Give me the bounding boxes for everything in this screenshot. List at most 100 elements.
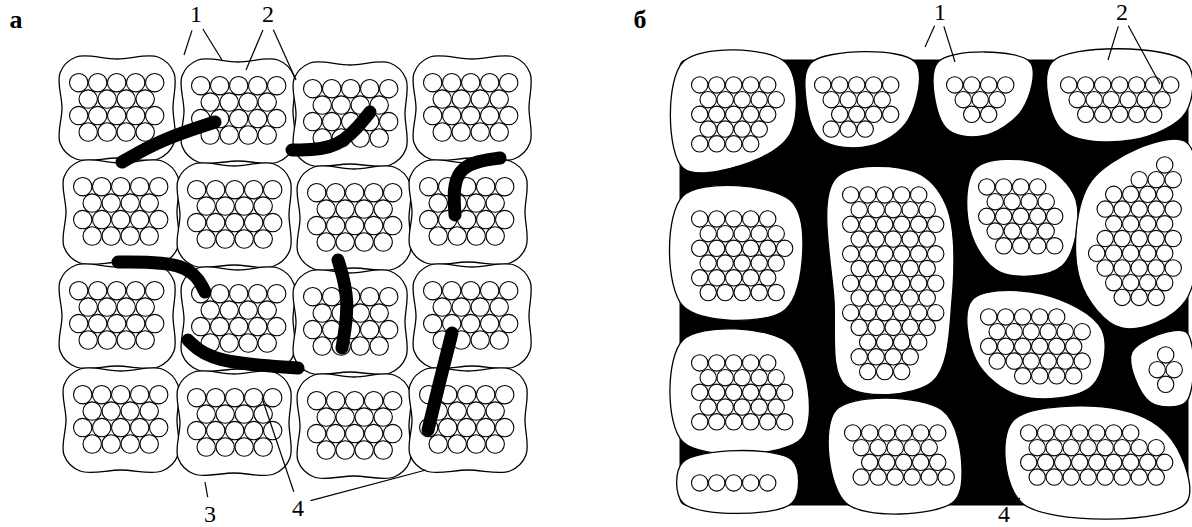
fiber bbox=[131, 177, 149, 195]
fiber-bundle bbox=[1131, 330, 1192, 407]
fiber bbox=[304, 112, 322, 130]
fiber bbox=[79, 90, 97, 108]
fiber bbox=[452, 90, 470, 108]
fiber bbox=[477, 418, 495, 436]
panel-b bbox=[669, 49, 1192, 519]
fiber bbox=[380, 287, 398, 305]
fiber-bundle bbox=[409, 160, 527, 265]
fiber bbox=[904, 439, 920, 455]
fiber bbox=[264, 388, 282, 406]
fiber bbox=[327, 183, 345, 201]
fiber bbox=[471, 298, 489, 316]
fiber bbox=[1049, 309, 1065, 325]
fiber bbox=[433, 90, 451, 108]
fiber bbox=[370, 129, 388, 147]
fiber bbox=[1106, 454, 1122, 470]
fiber bbox=[424, 73, 442, 91]
fiber bbox=[268, 317, 286, 335]
fiber bbox=[245, 388, 263, 406]
fiber bbox=[911, 275, 927, 291]
fiber bbox=[355, 233, 373, 251]
fiber bbox=[734, 91, 750, 107]
fiber bbox=[117, 298, 135, 316]
fiber bbox=[490, 123, 508, 141]
fiber bbox=[768, 255, 784, 271]
fiber bbox=[726, 355, 742, 371]
fiber bbox=[264, 180, 282, 198]
fiber bbox=[692, 270, 708, 286]
fiber bbox=[1165, 260, 1181, 276]
fiber bbox=[245, 180, 263, 198]
fiber bbox=[1020, 425, 1036, 441]
fiber bbox=[304, 79, 322, 97]
fiber-bundle bbox=[1076, 139, 1192, 329]
fiber bbox=[336, 441, 354, 459]
callout-number: 1 bbox=[190, 2, 202, 26]
fiber bbox=[1131, 230, 1147, 246]
fiber bbox=[1158, 347, 1174, 363]
binder bbox=[338, 260, 347, 348]
fiber bbox=[1074, 323, 1090, 339]
fiber bbox=[1140, 216, 1156, 232]
fiber bbox=[89, 281, 107, 299]
fiber bbox=[1063, 469, 1079, 485]
fiber bbox=[197, 230, 215, 248]
fiber bbox=[709, 77, 725, 93]
fiber bbox=[83, 402, 101, 420]
fiber bbox=[877, 304, 893, 320]
fiber bbox=[443, 73, 461, 91]
fiber bbox=[717, 369, 733, 385]
fiber bbox=[1023, 353, 1039, 369]
fiber bbox=[700, 255, 716, 271]
fiber bbox=[220, 301, 238, 319]
fiber bbox=[843, 216, 859, 232]
fiber bbox=[851, 349, 867, 365]
fiber bbox=[896, 425, 912, 441]
fiber bbox=[308, 183, 326, 201]
fiber bbox=[700, 91, 716, 107]
fiber bbox=[108, 73, 126, 91]
fiber-bundle bbox=[677, 451, 799, 514]
fiber bbox=[1086, 91, 1102, 107]
fiber bbox=[471, 331, 489, 349]
fiber bbox=[692, 355, 708, 371]
fiber bbox=[1163, 77, 1179, 93]
fiber bbox=[207, 213, 225, 231]
fiber bbox=[140, 227, 158, 245]
fiber bbox=[117, 331, 135, 349]
fiber bbox=[815, 77, 831, 93]
fiber bbox=[1013, 238, 1029, 254]
fiber bbox=[989, 91, 1005, 107]
fiber bbox=[823, 91, 839, 107]
leader-line bbox=[1014, 498, 1020, 503]
fiber bbox=[490, 90, 508, 108]
fiber bbox=[692, 384, 708, 400]
fiber bbox=[877, 334, 893, 350]
fiber bbox=[1165, 230, 1181, 246]
fiber bbox=[726, 475, 742, 491]
fiber bbox=[433, 123, 451, 141]
fiber bbox=[370, 304, 388, 322]
fiber bbox=[1123, 216, 1139, 232]
fiber bbox=[760, 240, 776, 256]
fiber bbox=[1078, 106, 1094, 122]
fiber bbox=[1006, 353, 1022, 369]
fiber bbox=[1166, 361, 1182, 377]
fiber bbox=[452, 298, 470, 316]
fiber bbox=[384, 424, 402, 442]
fiber bbox=[79, 123, 97, 141]
fiber bbox=[1103, 91, 1119, 107]
fiber bbox=[197, 197, 215, 215]
fiber bbox=[1123, 274, 1139, 290]
fiber bbox=[743, 475, 759, 491]
fiber bbox=[374, 200, 392, 218]
fiber bbox=[1114, 439, 1130, 455]
fiber bbox=[1131, 289, 1147, 305]
panel-letter: б bbox=[634, 7, 647, 33]
fiber bbox=[751, 255, 767, 271]
fiber bbox=[230, 317, 248, 335]
fiber bbox=[938, 469, 954, 485]
fiber bbox=[692, 211, 708, 227]
fiber bbox=[188, 213, 206, 231]
fiber bbox=[1072, 454, 1088, 470]
